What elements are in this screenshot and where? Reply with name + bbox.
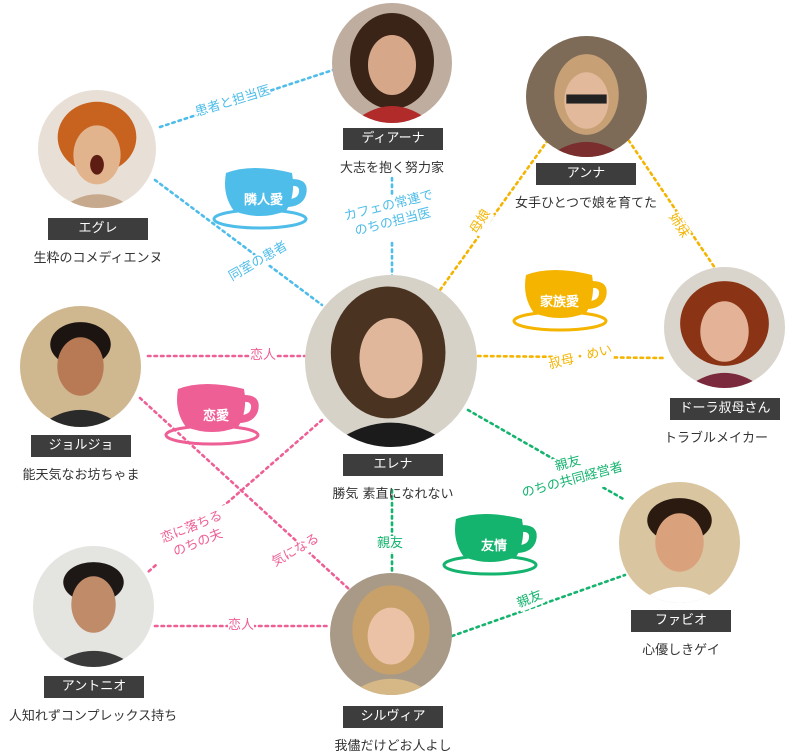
silvia-description: 我儘だけどお人よし (312, 735, 474, 754)
silvia-name-tag: シルヴィア (343, 706, 443, 728)
diana-description: 大志を抱く努力家 (312, 157, 472, 176)
egle-portrait (38, 90, 156, 208)
cup-friendship-label: 友情 (481, 535, 507, 554)
line-silvia-fabio (452, 575, 625, 636)
dora-portrait (664, 267, 785, 388)
fabio-name-tag: ファビオ (631, 610, 731, 632)
diana-name-tag: ディアーナ (343, 128, 443, 150)
dora-name-tag: ドーラ叔母さん (670, 398, 780, 420)
anna-name-tag: アンナ (536, 163, 636, 185)
fabio-portrait (619, 482, 740, 603)
cup-family-love-label: 家族愛 (540, 291, 579, 310)
elena-portrait (305, 275, 477, 447)
giorgio-description: 能天気なお坊ちゃま (6, 464, 156, 483)
egle-description: 生粋のコメディエンヌ (8, 247, 188, 266)
diana-portrait (332, 3, 452, 123)
giorgio-name-tag: ジョルジョ (31, 435, 131, 457)
rel-antonio-silvia: 恋人 (228, 618, 254, 634)
giorgio-portrait (20, 306, 141, 427)
cup-romance-label: 恋愛 (203, 405, 229, 424)
elena-name-tag: エレナ (343, 454, 443, 476)
antonio-name-tag: アントニオ (44, 676, 144, 698)
fabio-description: 心優しきゲイ (612, 639, 750, 658)
dora-description: トラブルメイカー (650, 427, 782, 446)
cup-neighbor-love-label: 隣人愛 (244, 189, 283, 208)
anna-portrait (526, 36, 647, 157)
rel-giorgio-elena: 恋人 (250, 348, 276, 364)
egle-name-tag: エグレ (48, 218, 148, 240)
antonio-description: 人知れずコンプレックス持ち (0, 705, 186, 724)
rel-elena-silvia: 親友 (377, 536, 403, 552)
antonio-portrait (33, 546, 154, 667)
anna-description: 女手ひとつで娘を育てた (486, 192, 686, 211)
elena-description: 勝気 素直になれない (306, 483, 480, 502)
silvia-portrait (330, 573, 452, 695)
